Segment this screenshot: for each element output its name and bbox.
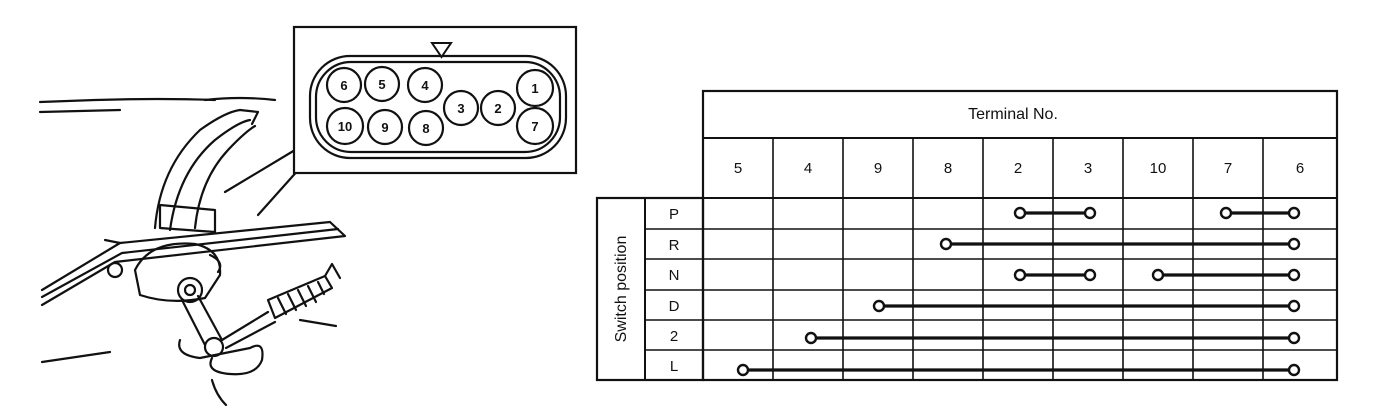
svg-text:2: 2	[494, 101, 501, 116]
continuity-line	[1151, 268, 1301, 282]
svg-text:3: 3	[457, 101, 464, 116]
terminal-dot	[1287, 363, 1301, 377]
continuity-line	[939, 237, 1301, 251]
terminal-dot	[1151, 268, 1165, 282]
row-label: P	[669, 206, 679, 223]
terminal-dot	[1287, 331, 1301, 345]
column-header: 7	[1224, 160, 1232, 177]
svg-text:5: 5	[378, 77, 385, 92]
terminal-table	[595, 89, 1339, 382]
terminal-dot	[1083, 206, 1097, 220]
terminal-dot	[872, 299, 886, 313]
connector-pin: 7	[515, 106, 555, 146]
column-header: 5	[734, 160, 742, 177]
terminal-dot	[1287, 268, 1301, 282]
svg-text:9: 9	[381, 120, 388, 135]
svg-text:8: 8	[422, 121, 429, 136]
switch-illustration	[38, 96, 347, 407]
svg-text:6: 6	[340, 78, 347, 93]
svg-text:7: 7	[531, 119, 538, 134]
row-group-label: Switch position	[613, 236, 630, 343]
continuity-line	[1013, 268, 1097, 282]
row-label: D	[669, 298, 680, 315]
column-header: 2	[1014, 160, 1022, 177]
column-header: 9	[874, 160, 882, 177]
connector-pin: 5	[363, 65, 401, 103]
column-header: 3	[1084, 160, 1092, 177]
terminal-dot	[1287, 299, 1301, 313]
continuity-connections	[736, 206, 1301, 377]
column-header: 6	[1296, 160, 1304, 177]
connector-pin: 9	[366, 108, 404, 146]
svg-text:4: 4	[421, 78, 429, 93]
continuity-line	[1219, 206, 1301, 220]
connector-pin: 2	[479, 89, 517, 127]
terminal-dot	[804, 331, 818, 345]
terminal-dot	[736, 363, 750, 377]
column-header: 10	[1150, 160, 1167, 177]
continuity-line	[736, 363, 1301, 377]
connector-pin: 10	[325, 106, 365, 146]
terminal-dot	[1083, 268, 1097, 282]
terminal-dot	[1287, 206, 1301, 220]
terminal-dot	[1219, 206, 1233, 220]
terminal-dot	[1013, 206, 1027, 220]
column-headers: 5 4 9 8 2 3 10 7 6	[734, 160, 1304, 177]
row-dividers	[645, 228, 1337, 351]
svg-text:10: 10	[338, 119, 352, 134]
column-header: 4	[804, 160, 812, 177]
row-label: L	[670, 358, 678, 375]
connector-diagram: 6 5 4 10 9 8 3	[292, 25, 578, 175]
continuity-line	[1013, 206, 1097, 220]
triangle-marker-icon	[430, 42, 453, 59]
continuity-line	[872, 299, 1301, 313]
connector-pins: 6 5 4 10 9 8 3	[325, 65, 555, 147]
row-label: 2	[670, 328, 678, 345]
connector-pin: 1	[515, 68, 555, 108]
terminal-dot	[1287, 237, 1301, 251]
connector-pin: 8	[407, 109, 445, 147]
row-labels: P R N D 2 L	[669, 206, 680, 375]
row-label: N	[669, 267, 680, 284]
continuity-line	[804, 331, 1301, 345]
column-header: 8	[944, 160, 952, 177]
table-header: Terminal No.	[968, 106, 1058, 123]
connector-pin: 6	[325, 66, 363, 104]
connector-pin: 4	[406, 66, 444, 104]
svg-text:1: 1	[531, 81, 538, 96]
connector-pin: 3	[442, 89, 480, 127]
row-label: R	[669, 237, 680, 254]
terminal-dot	[1013, 268, 1027, 282]
table-labels: Terminal No. Switch position 5 4 9 8 2 3…	[613, 106, 1304, 375]
terminal-dot	[939, 237, 953, 251]
